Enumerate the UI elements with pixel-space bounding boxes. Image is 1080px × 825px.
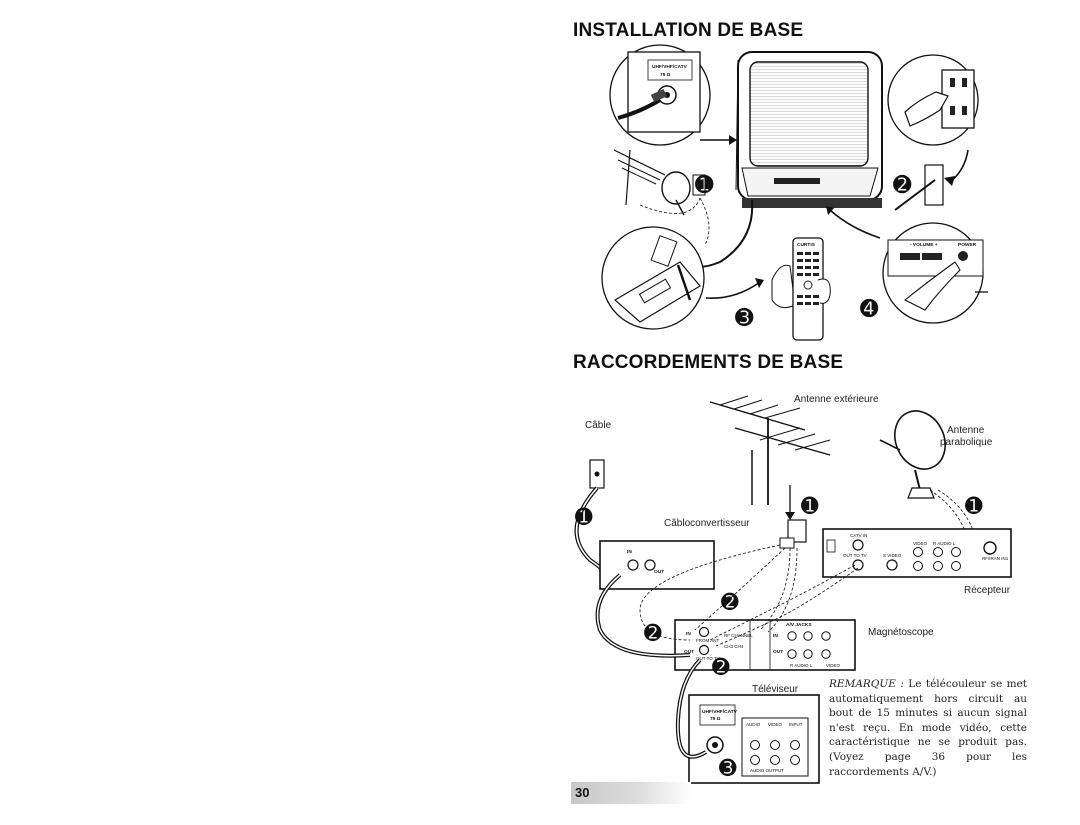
wall-outlet bbox=[894, 164, 944, 211]
outdoor-antenna bbox=[709, 395, 831, 505]
receiver-catv-label: CATV IN bbox=[850, 533, 867, 538]
connection-cables bbox=[595, 544, 859, 759]
receiver-outtv-label: OUT TO TV bbox=[843, 553, 867, 558]
arrow-to-tv-power bbox=[829, 209, 881, 239]
cable-wall-plate bbox=[589, 459, 605, 489]
tv-input-label: INPUT bbox=[789, 722, 803, 727]
jack-label-ohm: 75 Ω bbox=[660, 72, 671, 78]
vcr-video-label: VIDEO bbox=[826, 663, 841, 668]
receiver-rfin-label: RF/IRAN IN1 bbox=[982, 556, 1009, 561]
outdoor-antenna-and-dish bbox=[613, 149, 710, 246]
page-number: 30 bbox=[575, 785, 590, 800]
page-number-band: 30 bbox=[571, 782, 691, 804]
television-back-panel: UHF/VHF/CATV 75 Ω AUDIO VIDEO INPUT AUDI… bbox=[688, 694, 820, 784]
tv-jack-label-ohm: 75 Ω bbox=[710, 716, 721, 722]
raccord-step-2-bottom: ➋ bbox=[712, 655, 730, 679]
cable-converter: IN OUT bbox=[599, 540, 715, 590]
vcr-out-label: OUT bbox=[684, 649, 694, 655]
power-button-inset: - VOLUME + POWER bbox=[882, 222, 988, 324]
remark-text: Le télécouleur se met automatiquement ho… bbox=[829, 678, 1027, 778]
raccord-step-2-top: ➋ bbox=[721, 590, 739, 614]
satellite-receiver: CATV IN OUT TO TV S VIDEO VIDEO R AUDIO … bbox=[822, 528, 1012, 578]
raccord-step-1-left: ➊ bbox=[575, 505, 593, 529]
television-illustration bbox=[735, 51, 883, 208]
vcr: IN OUT FROM ANT OUT TO TV RF CHANNEL CH3… bbox=[674, 619, 856, 671]
raccord-step-3: ➌ bbox=[719, 756, 737, 780]
tv-output-label: AUDIO OUTPUT bbox=[750, 768, 784, 773]
dish-label-line2: parabolique bbox=[940, 437, 993, 448]
receiver-video-label: VIDEO bbox=[913, 541, 928, 546]
remote-brand: CURTIS bbox=[797, 242, 816, 248]
remark-keyword: REMARQUE : bbox=[829, 678, 904, 690]
step-3-badge: ➌ bbox=[735, 306, 754, 331]
converter-out-label: OUT bbox=[654, 569, 664, 575]
vcr-av-label: A/V JACKS bbox=[786, 622, 812, 628]
tv-video-label: VIDEO bbox=[768, 722, 783, 727]
step-1-badge: ➊ bbox=[695, 173, 714, 198]
section-title-raccordements: RACCORDEMENTS DE BASE bbox=[573, 352, 844, 373]
antenna-adapter bbox=[779, 519, 807, 549]
tv-label: Téléviseur bbox=[752, 684, 799, 695]
vcr-label: Magnétoscope bbox=[868, 627, 934, 638]
receiver-svideo-label: S VIDEO bbox=[883, 553, 902, 558]
power-label: POWER bbox=[958, 242, 977, 248]
remark-note: REMARQUE : Le télécouleur se met automat… bbox=[829, 677, 1027, 779]
raccord-step-1-right: ➊ bbox=[965, 494, 983, 518]
vcr-in-label: IN bbox=[686, 631, 691, 637]
power-outlet-inset bbox=[887, 54, 979, 146]
antenna-cable bbox=[691, 199, 754, 268]
converter-label: Câbloconvertisseur bbox=[664, 518, 750, 529]
vcr-av-in-label: IN bbox=[773, 633, 778, 639]
tv-jack-label-uhf: UHF/VHF/CATV bbox=[702, 709, 738, 715]
cable-label: Câble bbox=[585, 420, 612, 431]
arrow-to-remote bbox=[705, 281, 761, 299]
vcr-channel-label: RF CHANNEL bbox=[724, 633, 753, 638]
step-4-badge: ➍ bbox=[860, 297, 879, 322]
battery-inset bbox=[601, 226, 705, 330]
volume-label: - VOLUME + bbox=[910, 242, 938, 248]
volume-up-key bbox=[922, 253, 942, 260]
section-title-installation: INSTALLATION DE BASE bbox=[573, 20, 804, 41]
volume-down-key bbox=[900, 253, 920, 260]
power-key bbox=[958, 251, 968, 261]
outdoor-antenna-label: Antenne extérieure bbox=[794, 394, 879, 405]
jack-label-uhf: UHF/VHF/CATV bbox=[652, 64, 688, 70]
raccord-step-1-center: ➊ bbox=[801, 494, 819, 518]
vcr-audio-label: R AUDIO L bbox=[790, 663, 813, 668]
vcr-from-ant-label: FROM ANT bbox=[696, 638, 720, 643]
remote-control: CURTIS bbox=[771, 237, 831, 341]
step-2-badge: ➋ bbox=[893, 173, 912, 198]
satellite-dish bbox=[879, 410, 946, 499]
raccord-step-2-left: ➋ bbox=[644, 621, 662, 645]
vcr-out-to-tv-label: OUT TO TV bbox=[696, 656, 720, 661]
dish-label-line1: Antenne bbox=[947, 425, 985, 436]
receiver-label: Récepteur bbox=[964, 585, 1011, 596]
vcr-ch-label: CH3 CH4 bbox=[724, 644, 744, 649]
converter-in-label: IN bbox=[627, 549, 632, 555]
vcr-av-out-label: OUT bbox=[773, 649, 783, 655]
tv-audio-label: AUDIO bbox=[746, 722, 761, 727]
antenna-jack-inset: UHF/VHF/CATV 75 Ω bbox=[609, 44, 711, 146]
receiver-audio-label: R AUDIO L bbox=[933, 541, 956, 546]
